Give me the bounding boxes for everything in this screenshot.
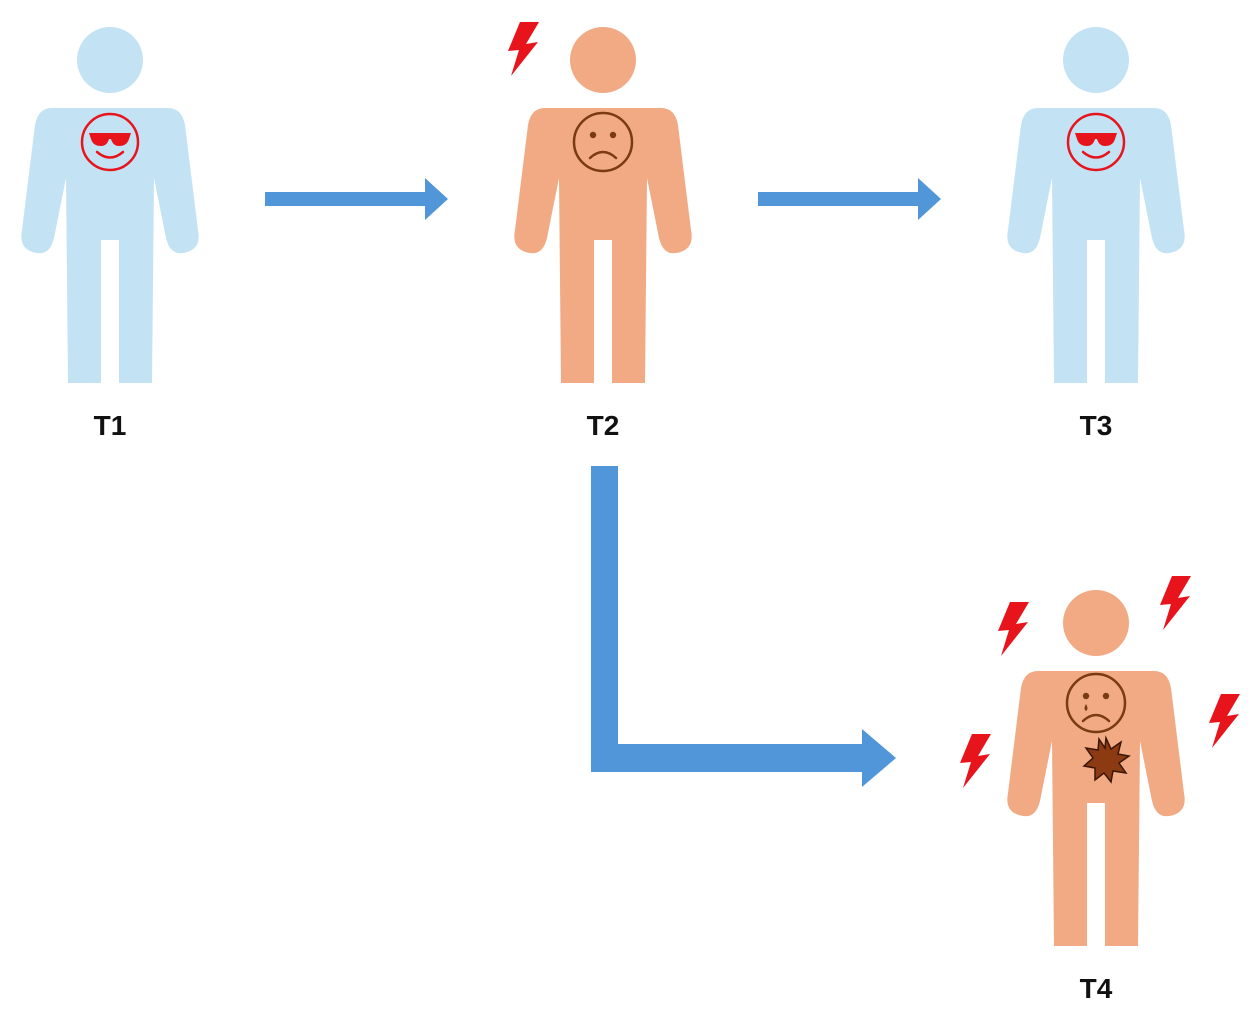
figure-t3: T3 — [1007, 27, 1185, 441]
arrow-t2-t3 — [758, 178, 941, 220]
sunglasses-smile-icon — [1066, 112, 1126, 172]
stressed-person-icon — [1007, 590, 1185, 946]
lightning-bolt-icon — [1209, 694, 1240, 748]
wound-splat-icon — [1082, 735, 1131, 784]
figure-label-t2: T2 — [587, 410, 620, 441]
figure-t2: T2 — [508, 22, 692, 441]
frown-face-icon — [572, 111, 634, 173]
lightning-bolt-icon — [508, 22, 539, 76]
lightning-bolt-icon — [1160, 576, 1191, 630]
figure-t4: T4 — [960, 576, 1240, 1004]
stressed-person-icon — [514, 27, 692, 383]
lightning-bolt-icon — [998, 602, 1029, 656]
figure-t1: T1 — [21, 27, 199, 441]
figure-label-t4: T4 — [1080, 973, 1113, 1004]
crying-face-icon — [1065, 672, 1127, 734]
lightning-bolt-icon — [960, 734, 991, 788]
arrow-t2-t4 — [591, 466, 896, 787]
figure-label-t1: T1 — [94, 410, 127, 441]
figure-label-t3: T3 — [1080, 410, 1113, 441]
arrow-t1-t2 — [265, 178, 448, 220]
healthy-person-icon — [1007, 27, 1185, 383]
sunglasses-smile-icon — [80, 112, 140, 172]
healthy-person-icon — [21, 27, 199, 383]
